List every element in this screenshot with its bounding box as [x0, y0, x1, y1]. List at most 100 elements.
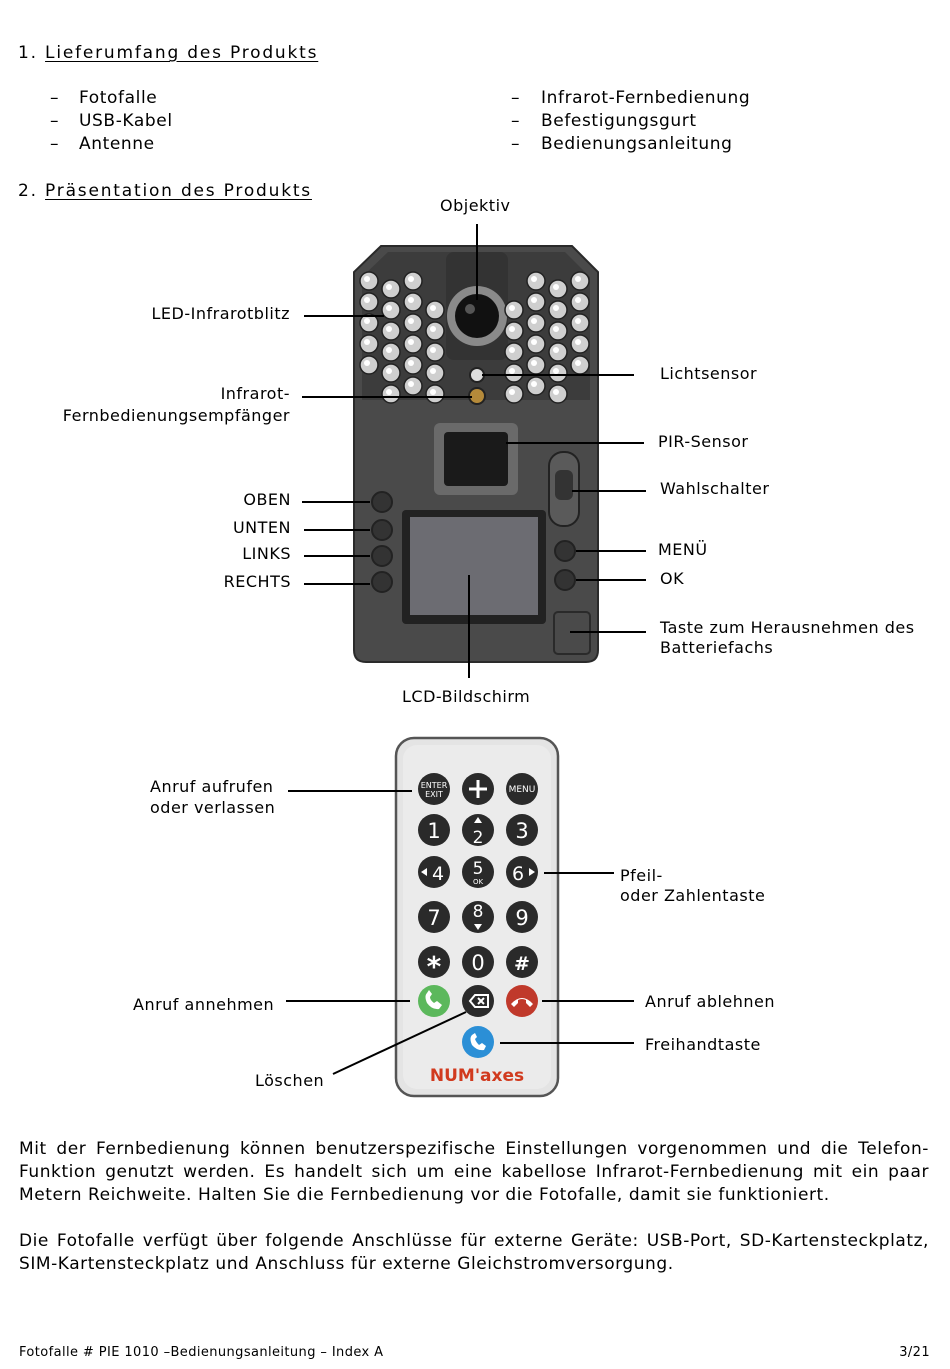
label-down: UNTEN — [232, 518, 291, 537]
key-1 — [418, 814, 450, 846]
right-button-icon — [371, 571, 393, 593]
led-highlight — [408, 297, 414, 303]
key-7 — [418, 901, 450, 933]
label-led-flash: LED-Infrarotblitz — [151, 304, 290, 323]
backspace-icon — [468, 994, 489, 1008]
label-handsfree: Freihandtaste — [645, 1035, 761, 1054]
label-pir-sensor: PIR-Sensor — [658, 432, 749, 451]
menu-key — [506, 773, 538, 805]
label-up: OBEN — [243, 490, 291, 509]
contents-item: – — [511, 88, 521, 108]
arrow-left-icon — [421, 868, 427, 876]
left-button-icon — [371, 545, 393, 567]
led-highlight — [553, 389, 559, 395]
arrow-up-icon — [474, 817, 482, 823]
contents-item: – — [50, 134, 60, 154]
contents-item: – — [50, 111, 60, 131]
key-9-label: 9 — [515, 906, 528, 930]
led-highlight — [364, 318, 370, 324]
led-highlight — [531, 297, 537, 303]
key-6 — [506, 856, 538, 888]
label-left: LINKS — [242, 544, 291, 563]
section-1-heading: 1. Lieferumfang des Produkts — [18, 42, 318, 64]
section-title: Präsentation des Produkts — [45, 181, 312, 201]
label-lcd: LCD-Bildschirm — [402, 687, 531, 706]
led-highlight — [531, 276, 537, 282]
label-battery-2: Batteriefachs — [660, 638, 774, 657]
key-8 — [462, 901, 494, 933]
lens-icon — [455, 294, 499, 338]
led-highlight — [386, 305, 392, 311]
handsfree-icon — [470, 1033, 486, 1051]
hash-key — [506, 946, 538, 978]
accept-call-key — [418, 985, 450, 1017]
led-highlight — [509, 326, 515, 332]
led-highlight — [575, 339, 581, 345]
backspace-x — [477, 997, 485, 1005]
menu-button-icon — [554, 540, 576, 562]
delete-key — [462, 985, 494, 1017]
label-arrow-1: Pfeil- — [620, 866, 663, 885]
page-number: 3/21 — [899, 1345, 930, 1360]
key-3-label: 3 — [515, 819, 528, 843]
selector-knob — [555, 470, 573, 500]
contents-item: – — [511, 111, 521, 131]
key-5-label: 5 — [473, 859, 484, 879]
led-highlight — [509, 389, 515, 395]
label-delete: Löschen — [255, 1071, 325, 1090]
label-selector: Wahlschalter — [660, 479, 770, 498]
section-number: 2. — [18, 181, 38, 201]
label-call-enter-1: Anruf aufrufen — [150, 777, 274, 796]
led-highlight — [408, 381, 414, 387]
section-title: Lieferumfang des Produkts — [45, 43, 319, 63]
callout-line — [332, 1011, 467, 1075]
up-button-icon — [371, 491, 393, 513]
key-0 — [462, 946, 494, 978]
led-highlight — [575, 276, 581, 282]
led-highlight — [386, 347, 392, 353]
contents-item-label: USB-Kabel — [79, 111, 173, 131]
led-highlight — [430, 347, 436, 353]
key-2-label: 2 — [473, 828, 484, 848]
led-highlight — [408, 339, 414, 345]
led-highlight — [364, 297, 370, 303]
led-highlight — [386, 368, 392, 374]
enter-key-label: ENTER — [421, 781, 448, 790]
led-highlight — [408, 276, 414, 282]
led-highlight — [553, 284, 559, 290]
led-highlight — [531, 339, 537, 345]
label-ir-receiver-2: Fernbedienungsempfänger — [62, 406, 290, 425]
led-highlight — [553, 347, 559, 353]
led-highlight — [553, 326, 559, 332]
ok-button-icon — [554, 569, 576, 591]
led-highlight — [386, 284, 392, 290]
star-key-label: * — [427, 950, 442, 983]
phone-reject-icon — [511, 998, 533, 1007]
led-highlight — [364, 360, 370, 366]
label-right: RECHTS — [223, 572, 291, 591]
led-highlight — [531, 318, 537, 324]
contents-item-label: Fotofalle — [79, 88, 158, 108]
arrow-down-icon — [474, 924, 482, 930]
led-highlight — [408, 360, 414, 366]
key-1-label: 1 — [427, 819, 440, 843]
label-ok: OK — [660, 569, 685, 588]
led-cluster-left — [359, 271, 445, 404]
key-0-label: 0 — [471, 951, 484, 975]
led-highlight — [408, 318, 414, 324]
label-accept: Anruf annehmen — [133, 995, 275, 1014]
led-highlight — [364, 276, 370, 282]
led-highlight — [364, 339, 370, 345]
led-highlight — [531, 381, 537, 387]
lens-reflection — [465, 304, 475, 314]
led-highlight — [430, 305, 436, 311]
led-highlight — [386, 326, 392, 332]
key-6-label: 6 — [512, 863, 524, 885]
footer-title: Fotofalle # PIE 1010 –Bedienungsanleitun… — [19, 1345, 384, 1360]
phone-accept-icon — [425, 990, 442, 1010]
key-2 — [462, 814, 494, 846]
plus-icon — [469, 780, 487, 798]
contents-item-label: Bedienungsanleitung — [541, 134, 733, 154]
key-5 — [462, 856, 494, 888]
